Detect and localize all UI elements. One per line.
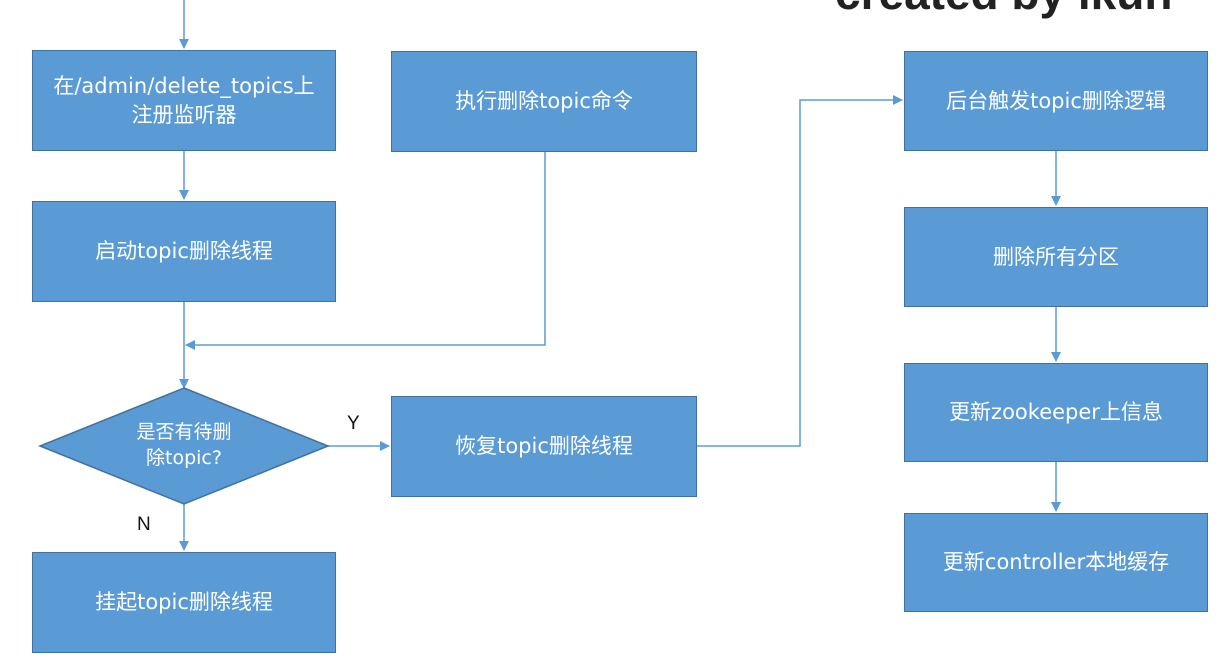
partial-title-fragment: created by ikun: [835, 0, 1172, 20]
node-update-zookeeper: 更新zookeeper上信息: [904, 363, 1208, 462]
edge-label-yes: Y: [347, 413, 360, 434]
node-start-thread: 启动topic删除线程: [32, 201, 336, 302]
edge-cmd-to-merge: [185, 152, 546, 350]
node-suspend-thread: 挂起topic删除线程: [32, 552, 336, 653]
edge-label-no: N: [137, 514, 151, 535]
node-trigger-logic: 后台触发topic删除逻辑: [904, 51, 1208, 151]
node-register-listener: 在/admin/delete_topics上 注册监听器: [32, 50, 336, 151]
node-update-cache-label: 更新controller本地缓存: [942, 550, 1170, 575]
edge-resume-to-trigger: [697, 95, 903, 447]
decision-diamond: [37, 387, 331, 505]
node-register-listener-label: 在/admin/delete_topics上 注册监听器: [53, 74, 315, 127]
node-update-cache: 更新controller本地缓存: [904, 513, 1208, 612]
node-exec-delete-cmd: 执行删除topic命令: [391, 51, 697, 152]
decision-label: 是否有待删 除topic?: [136, 421, 232, 469]
node-resume-thread-label: 恢复topic删除线程: [455, 434, 633, 459]
node-suspend-thread-label: 挂起topic删除线程: [95, 590, 273, 615]
node-start-thread-label: 启动topic删除线程: [95, 239, 273, 264]
node-resume-thread: 恢复topic删除线程: [391, 396, 697, 497]
node-update-zookeeper-label: 更新zookeeper上信息: [949, 400, 1163, 425]
node-exec-delete-cmd-label: 执行删除topic命令: [455, 89, 633, 114]
node-delete-partitions: 删除所有分区: [904, 207, 1208, 307]
node-trigger-logic-label: 后台触发topic删除逻辑: [946, 88, 1166, 113]
node-delete-partitions-label: 删除所有分区: [993, 244, 1119, 269]
